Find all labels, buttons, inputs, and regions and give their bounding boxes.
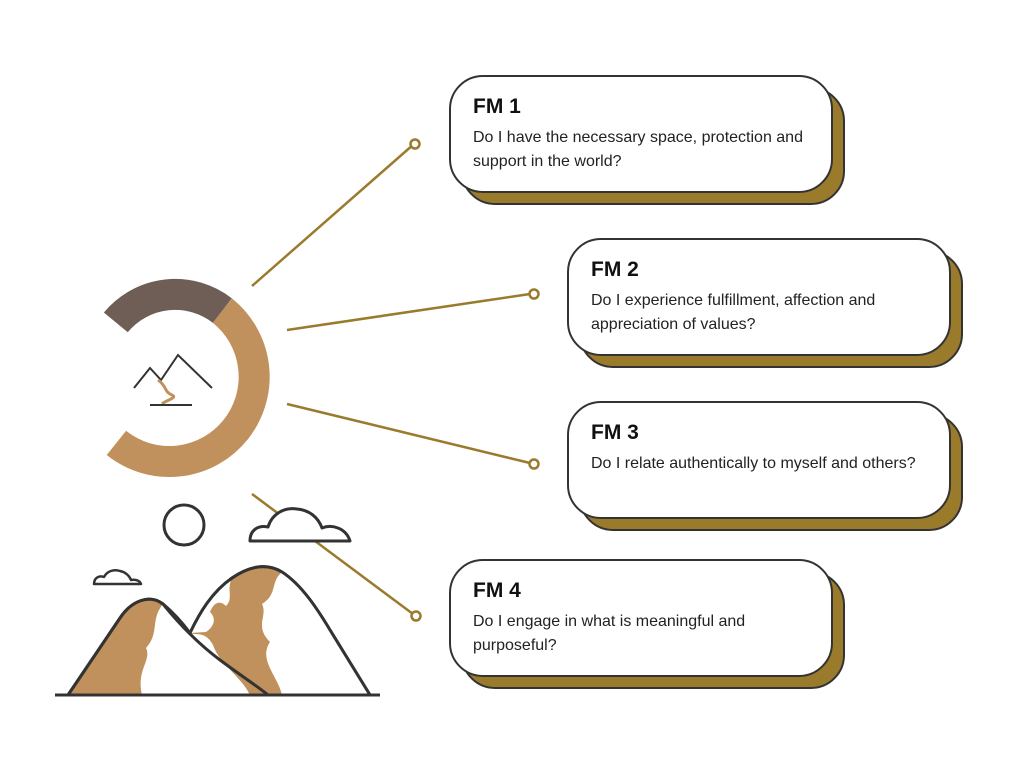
- fm1-text: Do I have the necessary space, protectio…: [473, 129, 803, 171]
- connector-fm3: [286, 402, 531, 465]
- connector-fm2-end: [528, 288, 540, 300]
- fm2-card-face: FM 2 Do I experience fulfillment, affect…: [567, 238, 951, 356]
- fm2-title: FM 2: [591, 258, 639, 281]
- sun-icon: [162, 503, 206, 547]
- fm3-title: FM 3: [591, 421, 639, 444]
- fm4-text: Do I engage in what is meaningful and pu…: [473, 613, 746, 655]
- connector-fm2: [286, 292, 531, 332]
- fm3-card-face: FM 3 Do I relate authentically to myself…: [567, 401, 951, 519]
- connectors: [251, 138, 540, 622]
- fm4-card: FM 4 Do I engage in what is meaningful a…: [449, 559, 845, 689]
- fm1-title: FM 1: [473, 95, 521, 118]
- ring-dark-segment: [103, 278, 232, 333]
- connector-fm4-end: [410, 610, 422, 622]
- ring-tan-segment: [106, 298, 270, 477]
- cloud-icon: [248, 507, 352, 543]
- fm2-text: Do I experience fulfillment, affection a…: [591, 292, 876, 334]
- fm3-text: Do I relate authentically to myself and …: [591, 455, 916, 473]
- mountains-icon: [55, 565, 380, 697]
- connector-fm3-end: [528, 458, 540, 470]
- mountain-path-icon: [133, 353, 213, 406]
- connector-fm1-end: [409, 138, 421, 150]
- fm3-card: FM 3 Do I relate authentically to myself…: [567, 401, 963, 531]
- fm4-card-face: FM 4 Do I engage in what is meaningful a…: [449, 559, 833, 677]
- fm1-card: FM 1 Do I have the necessary space, prot…: [449, 75, 845, 205]
- small-cloud-icon: [92, 569, 143, 586]
- fm1-card-face: FM 1 Do I have the necessary space, prot…: [449, 75, 833, 193]
- fm2-card: FM 2 Do I experience fulfillment, affect…: [567, 238, 963, 368]
- fm4-title: FM 4: [473, 579, 521, 602]
- progress-ring: [103, 278, 270, 477]
- connector-fm1: [251, 143, 415, 287]
